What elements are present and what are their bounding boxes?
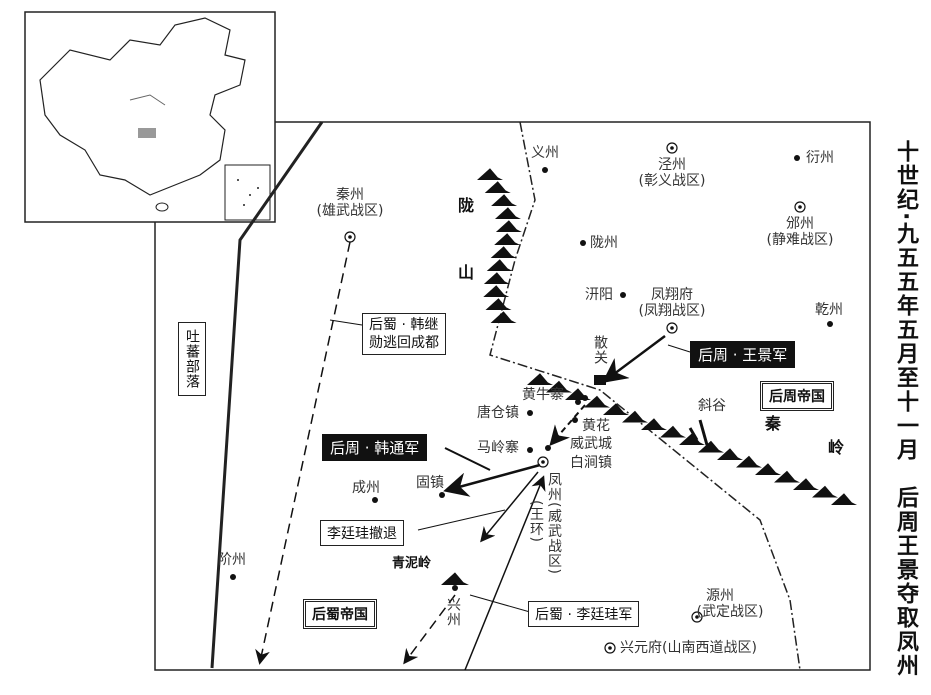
place-qianzhou: 乾州: [815, 302, 843, 318]
zone-capital-markers: [344, 142, 806, 654]
mountain-peak-icon: [812, 485, 838, 498]
label-han-jixun-flee: 后蜀 · 韩继 勋逃回成都: [362, 313, 446, 355]
mountain-peak-icon: [484, 181, 511, 193]
mountain-peak-icon: [698, 440, 724, 453]
wang-jing-south-arrow: [549, 404, 586, 447]
place-huanghua: 黄花: [582, 418, 610, 434]
mountain-peak-icon: [495, 220, 522, 232]
place-xingyuanfu: 兴元府(山南西道战区): [620, 640, 757, 656]
label-xiegu: 斜谷: [698, 398, 726, 414]
mountain-peak-icon: [679, 433, 705, 445]
place-qinzhou: 秦州: [336, 187, 364, 203]
mountain-peak-icon: [831, 493, 857, 505]
mountain-peak-icon: [527, 373, 553, 385]
mountain-peak-icon: [774, 470, 800, 483]
mountain-peak-icon: [660, 425, 686, 438]
region-later-zhou: 后周帝国: [760, 381, 834, 411]
mountain-peak-icon: [494, 233, 521, 245]
place-tangcangzhen: 唐仓镇: [477, 405, 519, 421]
tubo-border: [210, 121, 324, 669]
army-arrows: [255, 241, 691, 671]
mountain-peak-icon: [486, 259, 513, 271]
mountain-peak-icon: [622, 410, 648, 423]
label-han-jixun-line1: 后蜀 · 韩继: [369, 317, 439, 333]
mountain-peak-icon: [491, 194, 518, 206]
place-qinzhou-zone: (雄武战区): [316, 203, 384, 219]
mountain-peak-icon: [441, 572, 469, 585]
place-jiezhou: 阶州: [218, 552, 246, 568]
place-fengzhou: 凤州(威武战区): [546, 472, 562, 575]
wang-jing-arrow: [601, 334, 666, 383]
mountain-peak-icon: [494, 207, 521, 219]
mountain-peak-icon: [641, 418, 667, 430]
li-retreat-south-arrow: [403, 594, 456, 665]
mountain-ranges: [441, 168, 857, 585]
mountain-peak-icon: [483, 272, 510, 284]
place-weiwucheng: 威武城: [570, 436, 612, 452]
xiegu-pass-icon: [688, 419, 709, 446]
mountain-peak-icon: [485, 298, 512, 310]
place-jingzhou-zone: (彰义战区): [638, 173, 706, 189]
place-binzhou-zone: (静难战区): [766, 232, 834, 248]
mountain-peak-icon: [483, 285, 510, 297]
place-wanghuan: (王环): [528, 500, 544, 543]
label-qinling-2: 岭: [828, 438, 845, 457]
place-malingzhai: 马岭寨: [477, 440, 519, 456]
label-qingniling: 青泥岭: [392, 556, 432, 571]
label-qinling-1: 秦: [765, 414, 782, 433]
mountain-peak-icon: [603, 403, 629, 415]
place-baijianzhen: 白涧镇: [570, 455, 612, 471]
place-sanguan: 散关: [592, 335, 608, 365]
label-long-mountain-1: 陇: [458, 196, 475, 215]
mountain-peak-icon: [490, 311, 517, 323]
label-long-mountain-2: 山: [458, 263, 475, 282]
place-binzhou: 邠州: [786, 216, 814, 232]
place-yizhou: 义州: [531, 145, 559, 161]
place-huangniuzhai: 黄牛寨: [522, 387, 564, 403]
army-wang-jing: 后周 · 王景军: [690, 341, 796, 368]
empire-border: [489, 121, 801, 671]
li-tinggui-advance-arrow: [464, 475, 546, 671]
inset-china-map: [24, 11, 276, 223]
li-retreat-arrow: [480, 471, 539, 543]
place-fengxiang: 凤翔府: [651, 287, 693, 303]
map-frame: [154, 121, 871, 671]
map-title: 十世纪·九五五年五月至十一月 后周王景夺取凤州: [893, 140, 918, 679]
mountain-peak-icon: [717, 448, 743, 460]
place-guzhen: 固镇: [416, 475, 444, 491]
mountain-peak-icon: [736, 455, 762, 468]
army-li-tinggui: 后蜀 · 李廷珪军: [528, 601, 640, 627]
place-qianyang: 汧阳: [585, 287, 613, 303]
label-han-jixun-line2: 勋逃回成都: [369, 335, 439, 351]
label-li-retreat: 李廷珪撤退: [320, 520, 404, 546]
mountain-peak-icon: [584, 395, 610, 408]
region-tubo: 吐蕃部落: [178, 322, 206, 396]
place-yuanzhou: 源州: [706, 588, 734, 604]
place-jingzhou: 泾州: [658, 157, 686, 173]
mountain-peak-icon: [477, 168, 503, 180]
mountain-peak-icon: [490, 246, 517, 258]
han-tong-arrow: [443, 463, 541, 497]
town-dots: [230, 155, 833, 591]
mountain-peak-icon: [755, 463, 781, 475]
place-chengzhou: 成州: [352, 480, 380, 496]
army-han-tong: 后周 · 韩通军: [322, 434, 428, 461]
place-yuanzhou-zone: (武定战区): [696, 604, 764, 620]
mountain-peak-icon: [793, 478, 819, 490]
han-jixun-retreat-arrow: [255, 241, 351, 665]
place-fengxiang-zone: (凤翔战区): [638, 303, 706, 319]
region-later-shu: 后蜀帝国: [303, 599, 377, 629]
mountain-peak-icon: [546, 380, 572, 393]
place-yanzhou: 衍州: [806, 150, 834, 166]
place-xingzhou: 兴州: [445, 597, 461, 627]
place-longzhou: 陇州: [590, 235, 618, 251]
